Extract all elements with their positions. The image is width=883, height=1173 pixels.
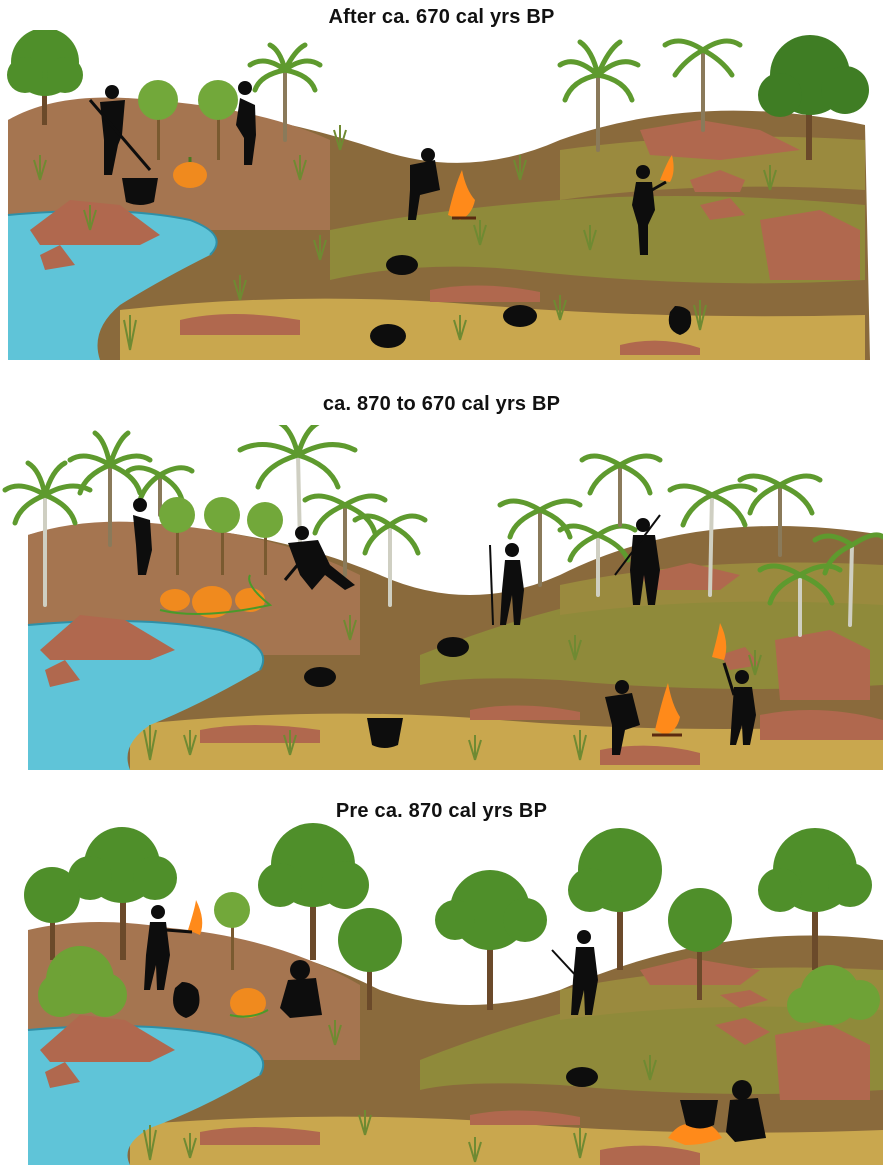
rocks	[40, 958, 870, 1165]
hill-left	[8, 97, 330, 230]
person-crouching	[726, 1080, 766, 1142]
fruit-tree	[214, 892, 250, 970]
people	[133, 498, 756, 755]
rodent-icon	[370, 255, 537, 348]
campfire-icon	[652, 683, 682, 737]
pumpkin-icon	[160, 586, 265, 618]
landscape-scene	[0, 425, 883, 775]
people	[88, 81, 667, 255]
cooking-pot-icon	[122, 178, 158, 205]
cooking-pot-icon	[680, 1100, 718, 1129]
people	[144, 905, 766, 1142]
ground-light	[420, 585, 883, 689]
tree-right	[758, 35, 869, 160]
panel-870-to-670: ca. 870 to 670 cal yrs BP	[0, 385, 883, 780]
panel-pre-870: Pre ca. 870 cal yrs BP	[0, 790, 883, 1173]
torch-flame-icon	[660, 155, 674, 182]
tree	[24, 823, 872, 1010]
pumpkin-icon	[229, 988, 269, 1018]
person-tending-plant	[133, 498, 152, 575]
person-holding-torch	[632, 165, 667, 255]
pumpkin-icon	[173, 157, 207, 188]
campfire-icon	[448, 170, 476, 220]
rodent-icon	[304, 637, 469, 687]
fruit-tree	[138, 80, 238, 160]
tree-left	[7, 30, 83, 125]
landscape-scene	[0, 30, 883, 370]
fruit-tree	[159, 497, 283, 575]
person-crouching	[280, 960, 322, 1018]
cooking-pot-icon	[367, 718, 403, 748]
rocks	[40, 563, 883, 765]
person-digging	[283, 526, 355, 590]
campfire-icon	[668, 1123, 722, 1145]
ground-light	[420, 990, 883, 1094]
rodent-icon	[566, 1067, 598, 1087]
ceramic-jar-icon	[668, 306, 692, 335]
person-with-spear	[614, 514, 661, 605]
person-with-spear	[551, 930, 598, 1015]
vine	[159, 574, 273, 615]
shrub	[38, 946, 880, 1025]
torch-flame-icon	[712, 623, 727, 660]
landscape-scene	[0, 820, 883, 1170]
grass	[143, 1020, 657, 1163]
person-at-fire	[408, 148, 440, 220]
torch-flame-icon	[188, 900, 203, 935]
ceramic-jar-icon	[173, 982, 200, 1018]
panel-after-670: After ca. 670 cal yrs BP	[0, 0, 883, 380]
panel-title: ca. 870 to 670 cal yrs BP	[322, 393, 561, 415]
panel-title: Pre ca. 870 cal yrs BP	[335, 800, 548, 822]
person-tending-plant	[236, 81, 256, 165]
palm	[2, 425, 883, 637]
grass	[33, 125, 777, 351]
person-holding-torch	[722, 662, 756, 745]
grass	[143, 615, 762, 761]
palm	[247, 38, 743, 152]
panel-title: After ca. 670 cal yrs BP	[328, 6, 555, 28]
person-hoeing	[88, 85, 152, 175]
person-at-fire	[605, 680, 640, 755]
person-holding-torch	[144, 905, 193, 990]
rocks	[30, 120, 860, 355]
person-with-staff	[489, 543, 524, 626]
